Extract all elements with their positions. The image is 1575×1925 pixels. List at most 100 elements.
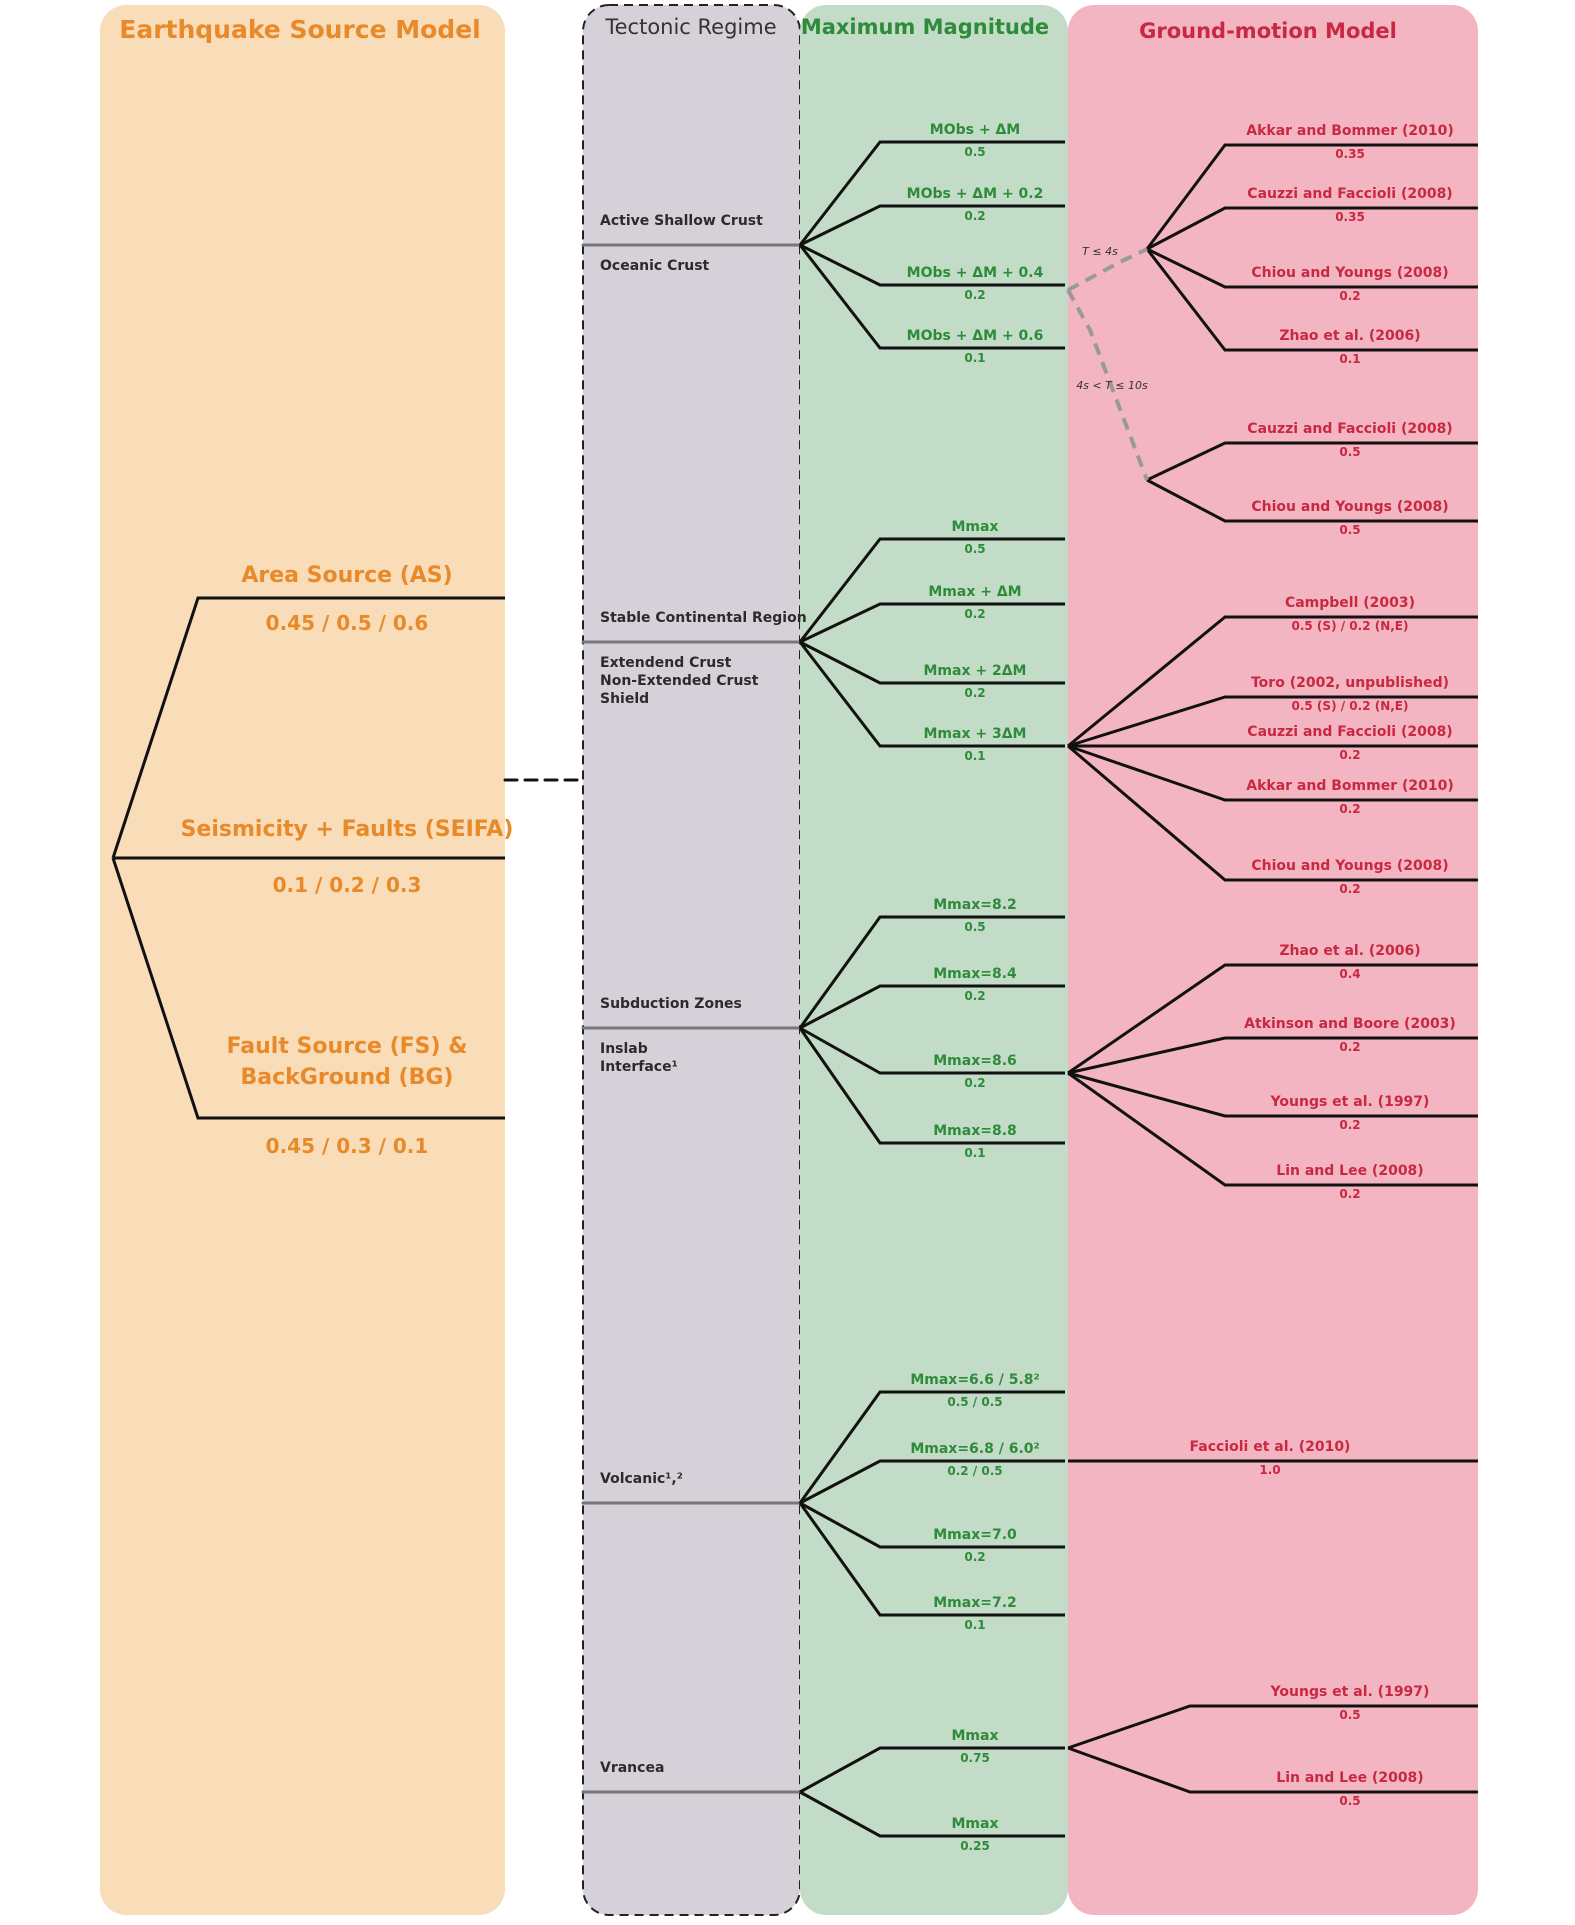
- magnitude-branch-weight: 0.5: [964, 920, 985, 934]
- gmm-branch-label: Chiou and Youngs (2008): [1251, 265, 1448, 281]
- magnitude-branch: [798, 244, 1065, 350]
- magnitude-branch-weight: 0.75: [960, 1751, 990, 1765]
- magnitude-branch: [798, 1502, 1065, 1617]
- magnitude-branch-label: Mmax: [952, 1816, 999, 1832]
- gmm-branch-label: Cauzzi and Faccioli (2008): [1247, 186, 1452, 202]
- tectonic-regime-sublabel: Interface¹: [600, 1059, 678, 1075]
- gmm-branch: [1067, 744, 1478, 882]
- gmm-branch: [1145, 143, 1478, 250]
- gmm-branch-label: Lin and Lee (2008): [1276, 1163, 1423, 1179]
- tectonic-header: Tectonic Regime: [604, 15, 776, 39]
- gmm-branch: [1067, 1071, 1478, 1118]
- magnitude-branch-label: Mmax=8.8: [933, 1123, 1017, 1139]
- magnitude-branch-label: Mmax: [952, 519, 999, 535]
- magnitude-branch-label: Mmax=6.6 / 5.8²: [910, 1372, 1039, 1388]
- gmm-branch: [1067, 963, 1478, 1075]
- gmm-branch-label: Chiou and Youngs (2008): [1251, 499, 1448, 515]
- period-label-long: 4s < T ≤ 10s: [1076, 379, 1148, 392]
- source-panel: [100, 5, 505, 1915]
- tectonic-regime-sublabel: Extendend Crust: [600, 655, 732, 671]
- magnitude-branch-weight: 0.2: [964, 1076, 985, 1090]
- source-branch-2: [111, 857, 505, 1120]
- gmm-branch-label: Zhao et al. (2006): [1279, 943, 1420, 959]
- gmm-branch-weight: 0.5: [1339, 1794, 1360, 1808]
- magnitude-branch-label: MObs + ΔM + 0.2: [907, 186, 1044, 202]
- magnitude-branch: [799, 1501, 1065, 1549]
- gmm-branch: [1067, 1036, 1478, 1075]
- gmm-branch-weight: 0.5 (S) / 0.2 (N,E): [1292, 619, 1409, 633]
- gmm-branch-label: Youngs et al. (1997): [1270, 1684, 1430, 1700]
- gmm-header: Ground-motion Model: [1139, 19, 1397, 43]
- magnitude-branch-weight: 0.5: [964, 542, 985, 556]
- period-split-dashed-lower: [1066, 289, 1149, 481]
- magnitude-branch: [799, 1459, 1065, 1505]
- source-branch-label: Seismicity + Faults (SEIFA): [181, 817, 514, 842]
- tectonic-regime-label: Stable Continental Region: [600, 610, 807, 626]
- magnitude-branch-label: MObs + ΔM: [930, 122, 1020, 138]
- gmm-branch: [1067, 1704, 1478, 1750]
- source-branch-weights: 0.45 / 0.3 / 0.1: [266, 1134, 429, 1158]
- gmm-branch-weight: 0.2: [1339, 1040, 1360, 1054]
- gmm-branch: [1146, 441, 1478, 482]
- tectonic-regime-label: Vrancea: [600, 1760, 664, 1776]
- magnitude-branch: [799, 243, 1065, 287]
- magnitude-branch-weight: 0.2: [964, 209, 985, 223]
- magnitude-branch: [798, 641, 1065, 748]
- magnitude-branch-weight: 0.1: [964, 351, 985, 365]
- gmm-branch-weight: 0.2: [1339, 1118, 1360, 1132]
- gmm-branch: [1067, 744, 1478, 802]
- gmm-branch-weight: 1.0: [1259, 1463, 1280, 1477]
- gmm-branch-weight: 0.5: [1339, 523, 1360, 537]
- magnitude-branch-weight: 0.5 / 0.5: [947, 1395, 1002, 1409]
- magnitude-branch-label: MObs + ΔM + 0.4: [907, 265, 1044, 281]
- magnitude-branch: [798, 140, 1065, 246]
- magnitude-branch-label: Mmax + 3ΔM: [924, 726, 1027, 742]
- gmm-branch: [1146, 478, 1478, 523]
- tectonic-regime-sublabel: Shield: [600, 691, 649, 707]
- gmm-branch-weight: 0.35: [1335, 147, 1365, 161]
- gmm-branch-weight: 0.2: [1339, 289, 1360, 303]
- magnitude-branch-label: Mmax=8.2: [933, 897, 1017, 913]
- tectonic-regime-label: Active Shallow Crust: [600, 213, 763, 229]
- gmm-branch-weight: 0.2: [1339, 1187, 1360, 1201]
- gmm-branch: [1067, 615, 1478, 748]
- period-label-short: T ≤ 4s: [1082, 245, 1118, 258]
- magnitude-branch-weight: 0.1: [964, 1146, 985, 1160]
- tectonic-regime-label: Volcanic¹,²: [600, 1471, 683, 1487]
- magnitude-branch: [798, 915, 1065, 1029]
- magnitude-branch-weight: 0.5: [964, 145, 985, 159]
- gmm-branch-weight: 0.5: [1339, 1708, 1360, 1722]
- magnitude-branch-weight: 0.2: [964, 288, 985, 302]
- gmm-branch-weight: 0.2: [1339, 802, 1360, 816]
- gmm-branch: [1146, 206, 1478, 251]
- magnitude-branch-weight: 0.2: [964, 989, 985, 1003]
- tectonic-regime-label: Subduction Zones: [600, 996, 742, 1012]
- gmm-branch-label: Campbell (2003): [1285, 595, 1415, 611]
- gmm-branch-label: Akkar and Bommer (2010): [1246, 123, 1454, 139]
- magnitude-branch-weight: 0.1: [964, 749, 985, 763]
- gmm-branch: [1145, 248, 1478, 352]
- gmm-branch-label: Zhao et al. (2006): [1279, 328, 1420, 344]
- magnitude-branch: [799, 984, 1065, 1030]
- magnitude-branch-label: Mmax=7.0: [933, 1527, 1017, 1543]
- gmm-branch-label: Youngs et al. (1997): [1270, 1094, 1430, 1110]
- gmm-branch-label: Lin and Lee (2008): [1276, 1770, 1423, 1786]
- magnitude-branch-weight: 0.2 / 0.5: [947, 1464, 1002, 1478]
- gmm-branch-label: Akkar and Bommer (2010): [1246, 778, 1454, 794]
- source-branch-label: Fault Source (FS) &: [227, 1034, 468, 1059]
- source-branch-0: [111, 596, 505, 859]
- magnitude-branch: [798, 537, 1065, 643]
- magnitude-branch-weight: 0.2: [964, 1550, 985, 1564]
- magnitude-branch-label: Mmax + ΔM: [928, 584, 1021, 600]
- gmm-branch-label: Chiou and Youngs (2008): [1251, 858, 1448, 874]
- magnitude-branch: [799, 1790, 1065, 1838]
- gmm-panel: [1068, 5, 1478, 1915]
- magnitude-branch: [799, 1026, 1065, 1075]
- magnitude-header: Maximum Magnitude: [801, 15, 1049, 39]
- source-branch-label: Area Source (AS): [241, 563, 452, 588]
- gmm-branch-weight: 0.2: [1339, 882, 1360, 896]
- magnitude-branch: [799, 640, 1065, 685]
- gmm-branch-weight: 0.4: [1339, 967, 1360, 981]
- gmm-branch-weight: 0.5: [1339, 445, 1360, 459]
